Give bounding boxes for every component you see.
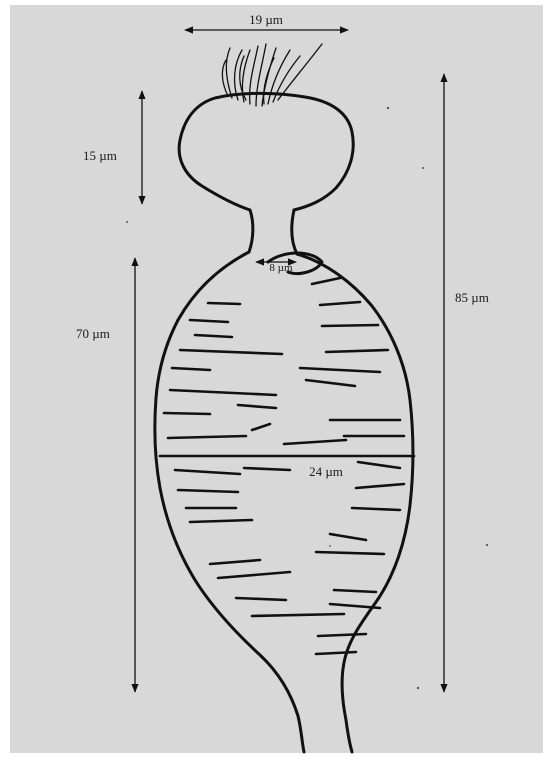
total-length-label: 85 µm [455,290,489,305]
neck-width-label: 8 µm [269,262,293,274]
body-length-label: 70 µm [76,326,110,341]
scan-background [10,5,543,753]
head-width-label: 19 µm [249,12,283,27]
body-width-label: 24 µm [309,464,343,479]
head-height-label: 15 µm [83,148,117,163]
